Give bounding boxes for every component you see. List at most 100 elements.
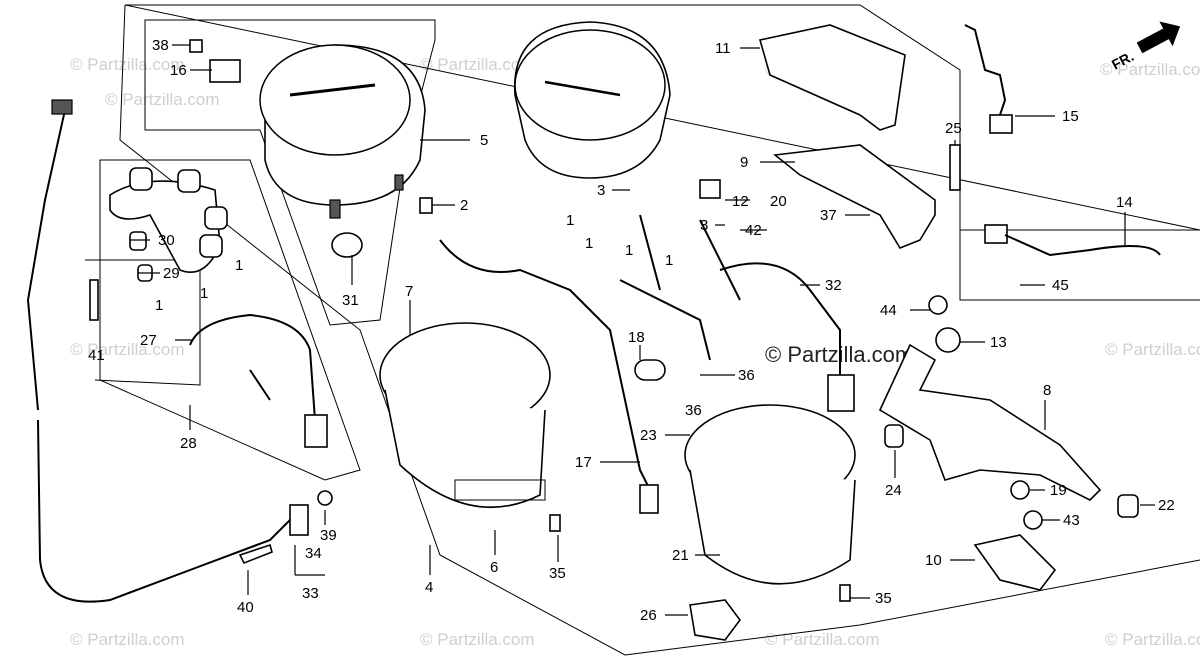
watermark: © Partzilla.com	[70, 55, 185, 74]
part-label: 8	[1043, 382, 1051, 399]
case-body	[689, 469, 856, 585]
watermark: © Partzilla.com	[765, 630, 880, 649]
tachometer-case	[684, 404, 856, 585]
cap-31	[331, 232, 363, 258]
connector-32	[827, 374, 855, 412]
cable-end	[51, 99, 73, 115]
part-label: 22	[1158, 497, 1175, 514]
part-label: 35	[549, 565, 566, 582]
part-label: 16	[170, 62, 187, 79]
small-parts	[89, 24, 1161, 641]
part-label: 1	[625, 242, 633, 259]
part-label: 13	[990, 334, 1007, 351]
stud	[329, 199, 341, 219]
harness-wire	[189, 313, 316, 421]
wire-32	[619, 214, 841, 380]
part-label: 18	[628, 329, 645, 346]
clip-12	[699, 179, 721, 199]
grommet-24	[884, 424, 904, 448]
connector-17	[639, 484, 659, 514]
part-label: 6	[490, 559, 498, 576]
part-label: 43	[1063, 512, 1080, 529]
part-label: 42	[745, 222, 762, 239]
part-label: 24	[885, 482, 902, 499]
part-label: 36	[685, 402, 702, 419]
speedometer-cable-lower	[37, 419, 301, 603]
socket	[129, 167, 153, 191]
outline-harness	[99, 159, 361, 481]
screw-35	[549, 514, 561, 532]
part-label: 28	[180, 435, 197, 452]
part-label: 11	[715, 40, 731, 57]
part-label: 10	[925, 552, 942, 569]
part-label: 1	[200, 285, 208, 302]
screw-35	[839, 584, 851, 602]
part-label: 1	[665, 252, 673, 269]
cover-11	[758, 24, 906, 131]
watermark: © Partzilla.com	[1105, 340, 1200, 359]
socket-plate	[109, 167, 228, 273]
bracket-9	[773, 144, 936, 249]
wire-17	[439, 239, 651, 491]
part-label: 4	[425, 579, 433, 596]
part-label: 29	[163, 265, 180, 282]
part-label: 30	[158, 232, 175, 249]
bracket-8	[878, 343, 1102, 501]
part-label: 5	[480, 132, 488, 149]
part-label: 1	[585, 235, 593, 252]
outline-lower	[119, 4, 1200, 656]
band-18	[634, 359, 666, 381]
part-label: 41	[88, 347, 105, 364]
part-label: 1	[566, 212, 574, 229]
washer-39	[317, 490, 333, 506]
part-labels: 38 16 5 2 3 12 20 11 9 25 15 37 14 30 29…	[88, 37, 1175, 624]
upper-cover	[758, 24, 906, 131]
watermark: © Partzilla.com	[420, 55, 535, 74]
grommet-2	[419, 197, 433, 214]
speedometer-case	[379, 322, 551, 508]
needle	[544, 80, 621, 97]
tachometer-face	[514, 29, 666, 141]
stud	[394, 174, 404, 191]
part-label: 17	[575, 454, 592, 471]
part-label: 36	[738, 367, 755, 384]
part-label: 12	[732, 193, 749, 210]
part-label: 7	[405, 283, 413, 300]
washer-44	[928, 295, 948, 315]
part-label: 21	[672, 547, 689, 564]
part-label: 31	[342, 292, 359, 309]
arrow-right-icon	[1136, 21, 1181, 54]
watermark: © Partzilla.com	[1105, 630, 1200, 649]
part-label: 1	[155, 297, 163, 314]
gear-16	[209, 59, 241, 83]
part-label: 27	[140, 332, 157, 349]
bolt-25	[949, 144, 961, 191]
screw-40	[238, 543, 273, 565]
watermark: © Partzilla.com	[1100, 60, 1200, 79]
grommet-30	[129, 231, 147, 251]
part-label: 38	[152, 37, 169, 54]
part-label: 20	[770, 193, 787, 210]
part-label: 1	[235, 257, 243, 274]
part-label: 37	[820, 207, 837, 224]
part-label: 23	[640, 427, 657, 444]
harness-connector	[304, 414, 328, 448]
outline-left	[85, 259, 201, 386]
part-label: 33	[302, 585, 319, 602]
watermark: © Partzilla.com	[420, 630, 535, 649]
part-label: 9	[740, 154, 748, 171]
socket	[204, 206, 228, 230]
part-label: 2	[460, 197, 468, 214]
clamp-26	[689, 599, 741, 641]
part-label: 3	[597, 182, 605, 199]
socket	[199, 234, 223, 258]
part-label: 25	[945, 120, 962, 137]
part-label: 44	[880, 302, 897, 319]
part-label: 39	[320, 527, 337, 544]
meter-bracket	[773, 144, 936, 249]
watermark: © Partzilla.com	[70, 340, 185, 359]
part-label: 19	[1050, 482, 1067, 499]
needle	[289, 83, 376, 97]
outline-speedo	[144, 19, 436, 326]
